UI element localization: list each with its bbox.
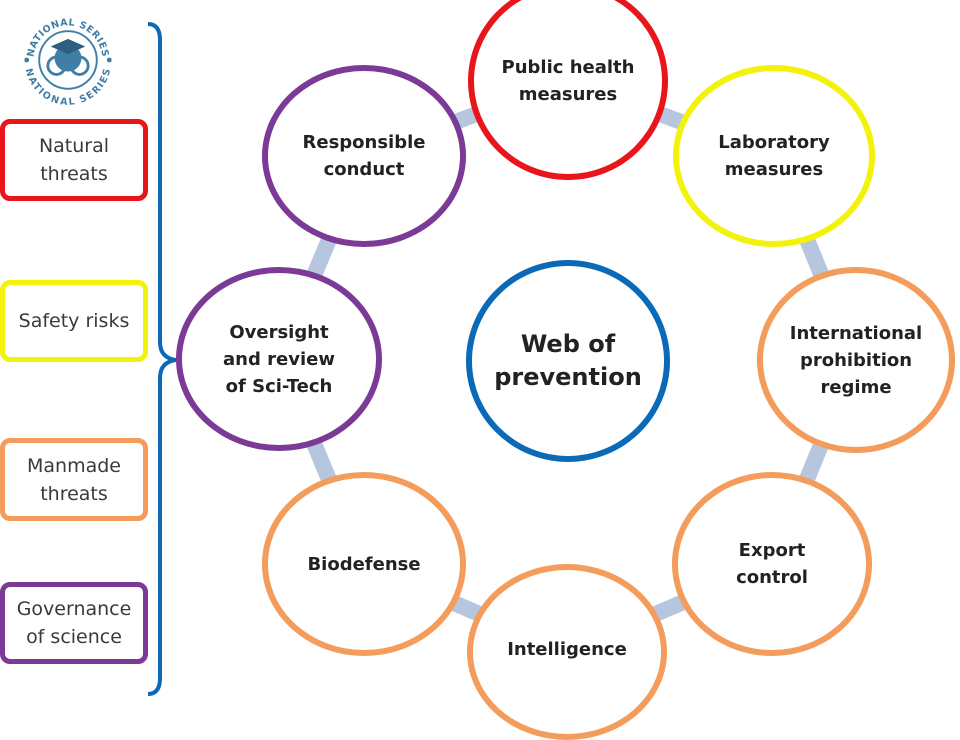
node-oversight-and-review: Oversight and review of Sci-Tech <box>176 267 382 451</box>
center-web-of-prevention: Web of prevention <box>466 260 670 462</box>
node-intelligence: Intelligence <box>467 564 667 740</box>
node-laboratory-measures: Laboratory measures <box>673 65 875 247</box>
national-series-logo: NATIONAL SERIES NATIONAL SERIES <box>23 17 114 108</box>
node-responsible-conduct: Responsible conduct <box>262 65 466 247</box>
category-manmade-threats: Manmade threats <box>0 438 148 521</box>
node-international-prohibition-regime: International prohibition regime <box>757 267 955 453</box>
node-public-health-measures: Public health measures <box>468 0 668 180</box>
node-biodefense: Biodefense <box>262 472 466 656</box>
logo-bottom-text: NATIONAL SERIES <box>23 67 114 108</box>
node-export-control: Export control <box>672 472 872 656</box>
category-safety-risks: Safety risks <box>0 280 148 362</box>
category-natural-threats: Natural threats <box>0 119 148 201</box>
category-governance-of-science: Governance of science <box>0 582 148 664</box>
category-bracket <box>147 22 177 696</box>
